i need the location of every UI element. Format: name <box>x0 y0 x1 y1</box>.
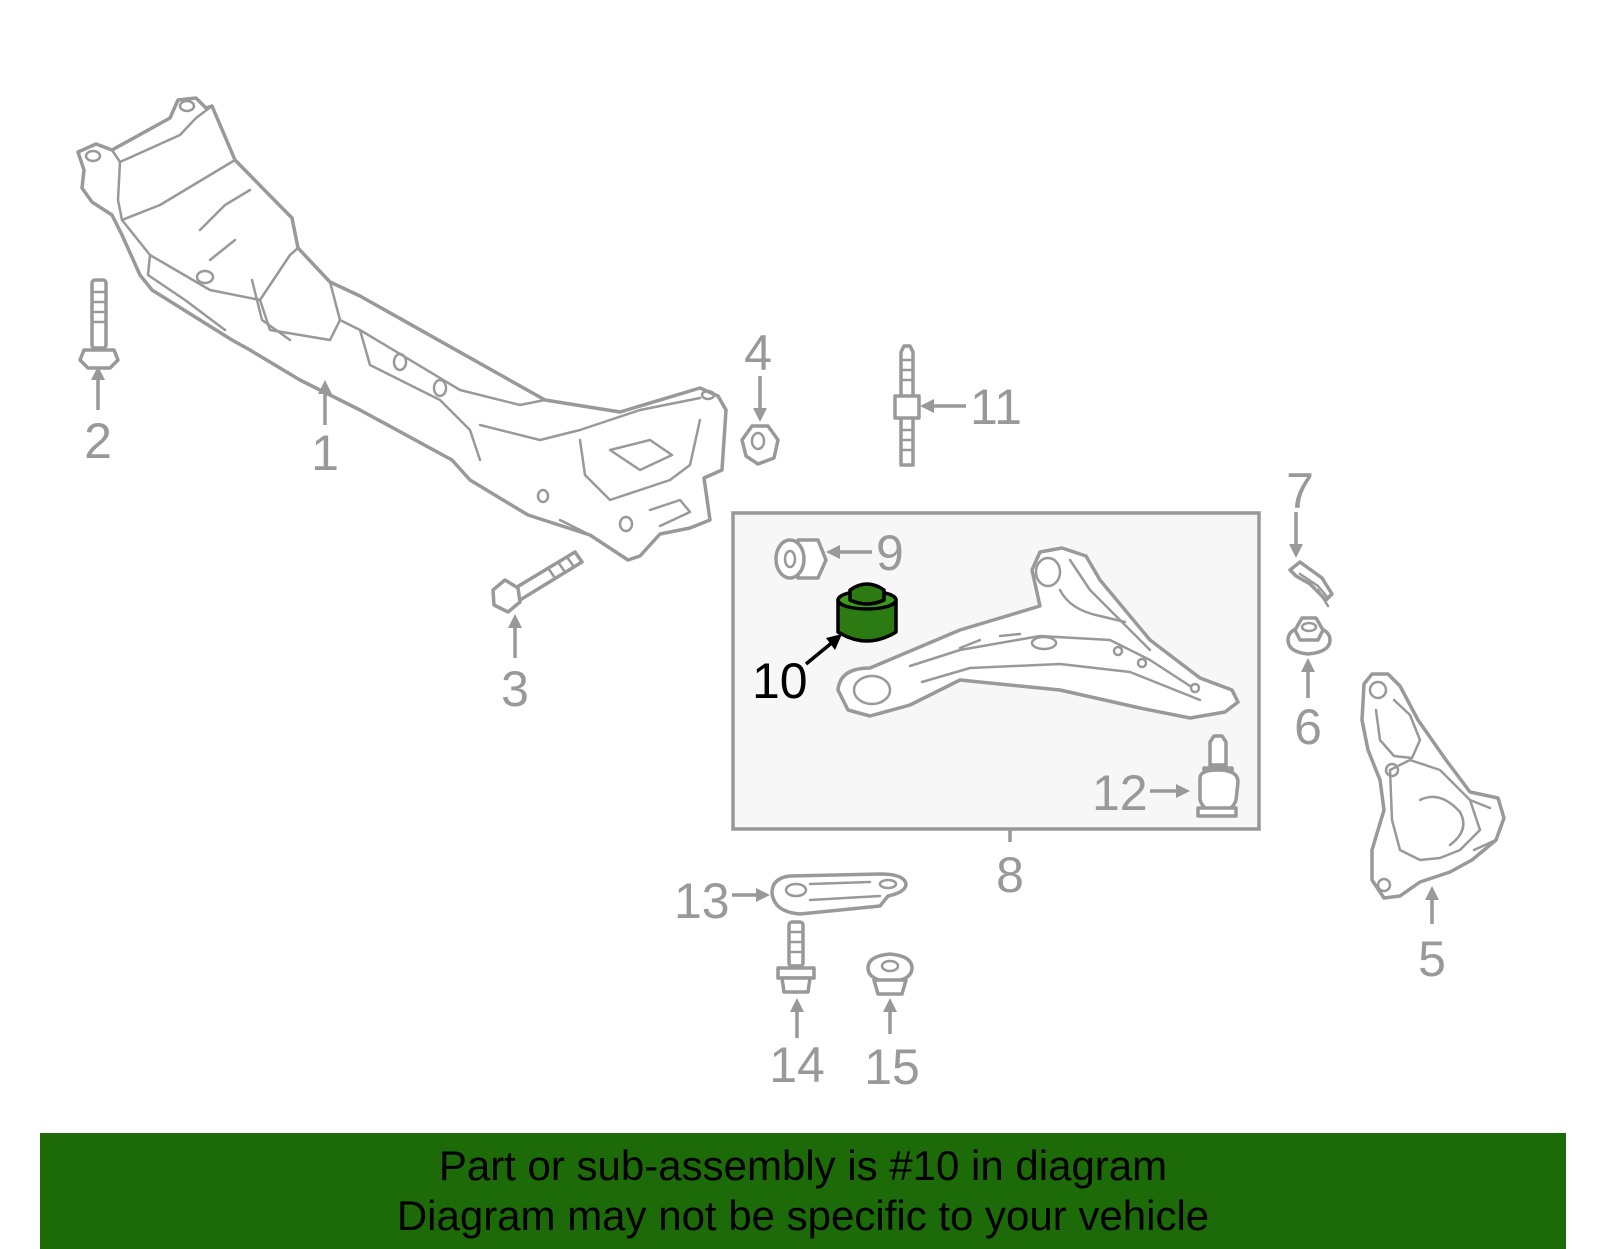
lower-control-arm[interactable] <box>836 546 1240 720</box>
callout-6: 6 <box>1294 699 1322 755</box>
callout-5: 5 <box>1418 931 1446 987</box>
part-14-bolt[interactable] <box>776 920 816 994</box>
banner-line-1: Part or sub-assembly is #10 in diagram <box>438 1142 1168 1189</box>
part-13-bracket[interactable] <box>770 872 908 916</box>
callout-13: 13 <box>674 873 730 929</box>
part-7-clip[interactable] <box>1288 560 1334 608</box>
callout-4: 4 <box>744 325 772 381</box>
part-1-crossmember[interactable] <box>76 96 728 562</box>
banner-line-2: Diagram may not be specific to your vehi… <box>396 1192 1210 1239</box>
part-15-nut[interactable] <box>866 952 914 996</box>
callout-11: 11 <box>970 379 1022 435</box>
part-12-ball-joint[interactable] <box>1196 734 1240 818</box>
part-11-stud[interactable] <box>893 344 921 467</box>
info-banner: Part or sub-assembly is #10 in diagram D… <box>40 1133 1566 1249</box>
callout-15: 15 <box>864 1039 920 1095</box>
callout-arrows <box>91 366 1439 1038</box>
part-3-bolt[interactable] <box>491 550 584 614</box>
part-6-flange-nut[interactable] <box>1286 616 1332 656</box>
part-2-bolt[interactable] <box>78 278 120 370</box>
callout-12: 12 <box>1092 765 1148 821</box>
callout-8: 8 <box>996 847 1024 903</box>
callout-14: 14 <box>769 1037 825 1093</box>
callout-3: 3 <box>501 661 529 717</box>
callout-1: 1 <box>311 425 339 481</box>
callout-2: 2 <box>84 413 112 469</box>
callout-7: 7 <box>1286 463 1314 519</box>
callout-10: 10 <box>752 653 808 709</box>
part-4-nut[interactable] <box>740 424 780 466</box>
part-10-bushing-highlighted[interactable] <box>836 582 898 643</box>
part-5-knuckle[interactable] <box>1360 672 1506 900</box>
callout-9: 9 <box>876 525 904 581</box>
part-9-bushing[interactable] <box>774 538 828 580</box>
